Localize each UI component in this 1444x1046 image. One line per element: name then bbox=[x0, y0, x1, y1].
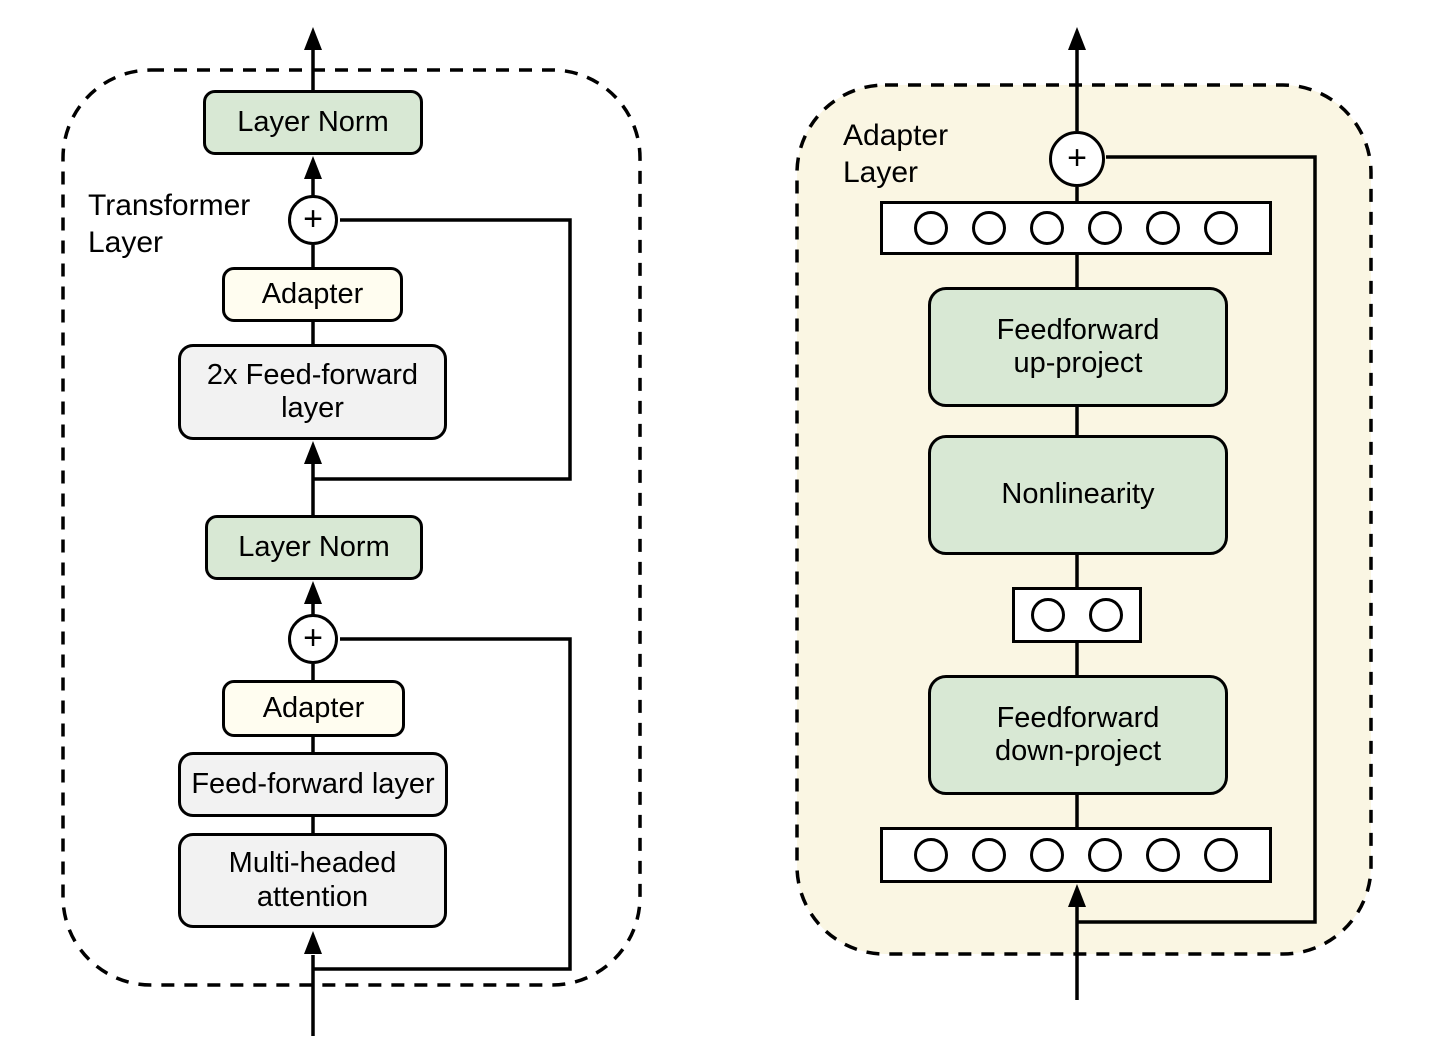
feedforward-2x-box: 2x Feed-forward layer bbox=[178, 344, 447, 440]
output-arrow-right bbox=[1068, 27, 1086, 131]
unit-circle bbox=[1204, 838, 1238, 872]
unit-circle bbox=[1088, 211, 1122, 245]
residual-skip-bottom-left bbox=[313, 637, 572, 971]
unit-circle bbox=[1030, 211, 1064, 245]
unit-circle bbox=[1146, 838, 1180, 872]
feature-row-top bbox=[880, 201, 1272, 255]
unit-circle bbox=[1088, 838, 1122, 872]
unit-circle bbox=[1031, 598, 1065, 632]
unit-circle bbox=[914, 838, 948, 872]
add-circle-bottom-left: + bbox=[288, 614, 338, 664]
unit-circle bbox=[914, 211, 948, 245]
arrow-into-layer-norm-bottom bbox=[304, 581, 322, 615]
feedforward-up-project-box: Feedforward up-project bbox=[928, 287, 1228, 407]
unit-circle bbox=[972, 838, 1006, 872]
feedforward-down-project-box: Feedforward down-project bbox=[928, 675, 1228, 795]
feature-row-bottleneck bbox=[1012, 587, 1142, 643]
layer-norm-top-box: Layer Norm bbox=[203, 90, 423, 155]
feedforward-layer-box: Feed-forward layer bbox=[178, 752, 448, 817]
nonlinearity-box: Nonlinearity bbox=[928, 435, 1228, 555]
unit-circle bbox=[1204, 211, 1238, 245]
unit-circle bbox=[1030, 838, 1064, 872]
unit-circle bbox=[1146, 211, 1180, 245]
residual-skip-right bbox=[1077, 155, 1317, 924]
multi-headed-attention-box: Multi-headed attention bbox=[178, 833, 447, 928]
output-arrow-left bbox=[304, 27, 322, 90]
transformer-layer-label: Transformer Layer bbox=[88, 189, 251, 259]
adapter-top-box: Adapter bbox=[222, 267, 403, 322]
feature-row-bottom bbox=[880, 827, 1272, 883]
transformer-panel-border bbox=[61, 68, 642, 987]
layer-norm-bottom-box: Layer Norm bbox=[205, 515, 423, 580]
residual-skip-top-left bbox=[313, 218, 572, 481]
adapter-bottom-box: Adapter bbox=[222, 680, 405, 737]
add-circle-right: + bbox=[1049, 131, 1105, 187]
arrow-into-layer-norm-top bbox=[304, 156, 322, 196]
add-circle-top-left: + bbox=[288, 195, 338, 245]
unit-circle bbox=[972, 211, 1006, 245]
unit-circle bbox=[1089, 598, 1123, 632]
adapter-layer-label: Adapter Layer bbox=[843, 119, 949, 189]
arrow-into-feedforward2x bbox=[304, 441, 322, 516]
